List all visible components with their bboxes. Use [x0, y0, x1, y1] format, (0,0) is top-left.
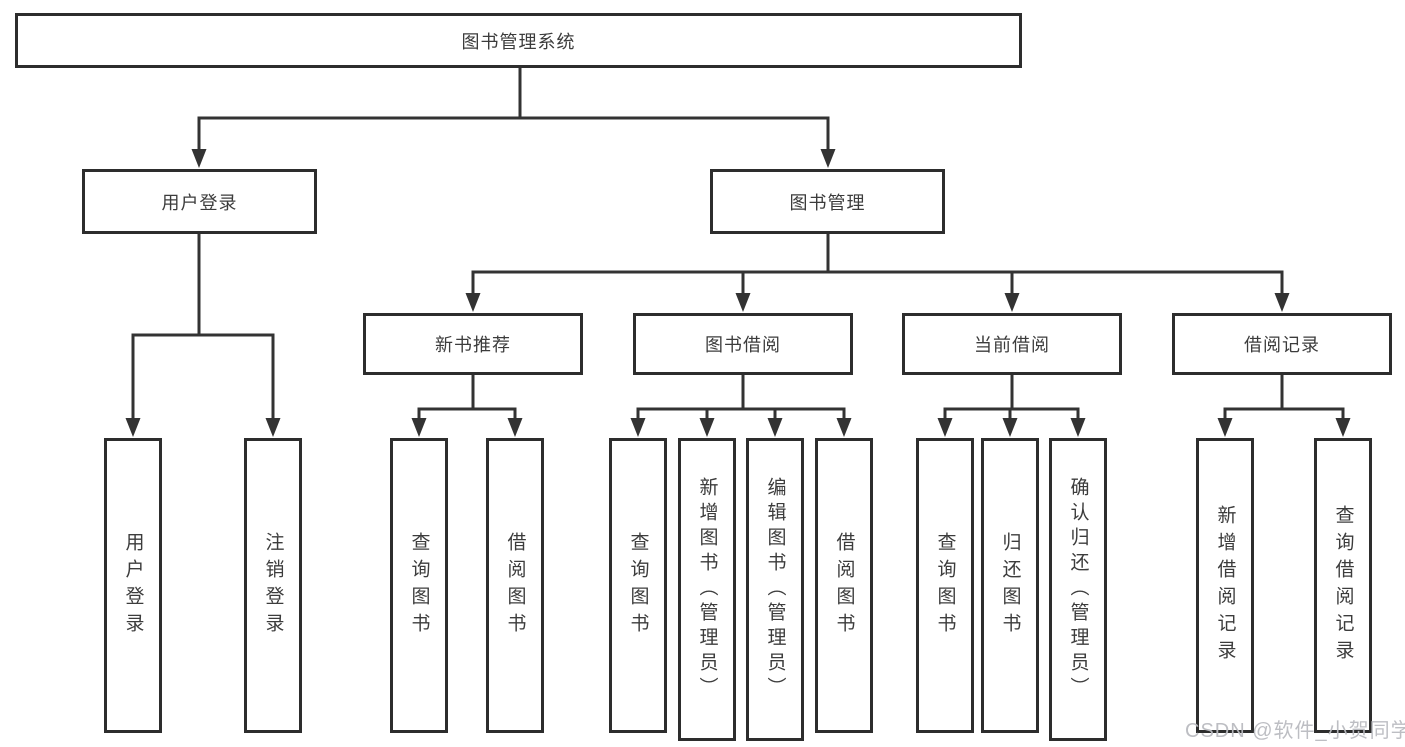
leaf-query-books-borrow: 查询图书	[609, 438, 667, 733]
leaf-user-login: 用户登录	[104, 438, 162, 733]
leaf-add-book-admin: 新增图书（管理员）	[678, 438, 736, 741]
leaf-borrow-books-borrow: 借阅图书	[815, 438, 873, 733]
leaf-borrow-books-recommend: 借阅图书	[486, 438, 544, 733]
leaf-confirm-return-admin: 确认归还（管理员）	[1049, 438, 1107, 741]
leaf-add-borrow-record: 新增借阅记录	[1196, 438, 1254, 733]
leaf-add-borrow-record-label: 新增借阅记录	[1214, 504, 1236, 667]
node-book-management: 图书管理	[710, 169, 945, 234]
leaf-return-book: 归还图书	[981, 438, 1039, 733]
node-root: 图书管理系统	[15, 13, 1022, 68]
node-borrow-records: 借阅记录	[1172, 313, 1392, 375]
leaf-return-book-label: 归还图书	[999, 531, 1021, 640]
leaf-query-borrow-record: 查询借阅记录	[1314, 438, 1372, 733]
leaf-edit-book-admin: 编辑图书（管理员）	[746, 438, 804, 741]
node-root-label: 图书管理系统	[461, 31, 576, 52]
node-book-borrow-label: 图书借阅	[705, 335, 781, 355]
leaf-logout-label: 注销登录	[262, 531, 284, 640]
leaf-user-login-label: 用户登录	[122, 531, 144, 640]
leaf-add-book-admin-label: 新增图书（管理员）	[696, 477, 718, 702]
node-current-borrow: 当前借阅	[902, 313, 1122, 375]
leaf-borrow-books-recommend-label: 借阅图书	[504, 531, 526, 640]
leaf-query-borrow-record-label: 查询借阅记录	[1332, 504, 1354, 667]
leaf-query-books-recommend: 查询图书	[390, 438, 448, 733]
csdn-watermark: CSDN @软件_小贺同学	[1185, 720, 1405, 742]
node-user-login-label: 用户登录	[161, 192, 238, 213]
leaf-query-books-current: 查询图书	[916, 438, 974, 733]
node-book-management-label: 图书管理	[789, 192, 866, 213]
node-borrow-records-label: 借阅记录	[1244, 335, 1320, 355]
leaf-query-books-borrow-label: 查询图书	[627, 531, 649, 640]
leaf-edit-book-admin-label: 编辑图书（管理员）	[764, 477, 786, 702]
node-new-book-recommend-label: 新书推荐	[435, 335, 511, 355]
node-user-login: 用户登录	[82, 169, 317, 234]
leaf-confirm-return-admin-label: 确认归还（管理员）	[1067, 477, 1089, 702]
leaf-borrow-books-borrow-label: 借阅图书	[833, 531, 855, 640]
leaf-query-books-current-label: 查询图书	[934, 531, 956, 640]
node-new-book-recommend: 新书推荐	[363, 313, 583, 375]
leaf-logout: 注销登录	[244, 438, 302, 733]
node-book-borrow: 图书借阅	[633, 313, 853, 375]
leaf-query-books-recommend-label: 查询图书	[408, 531, 430, 640]
node-current-borrow-label: 当前借阅	[974, 335, 1050, 355]
